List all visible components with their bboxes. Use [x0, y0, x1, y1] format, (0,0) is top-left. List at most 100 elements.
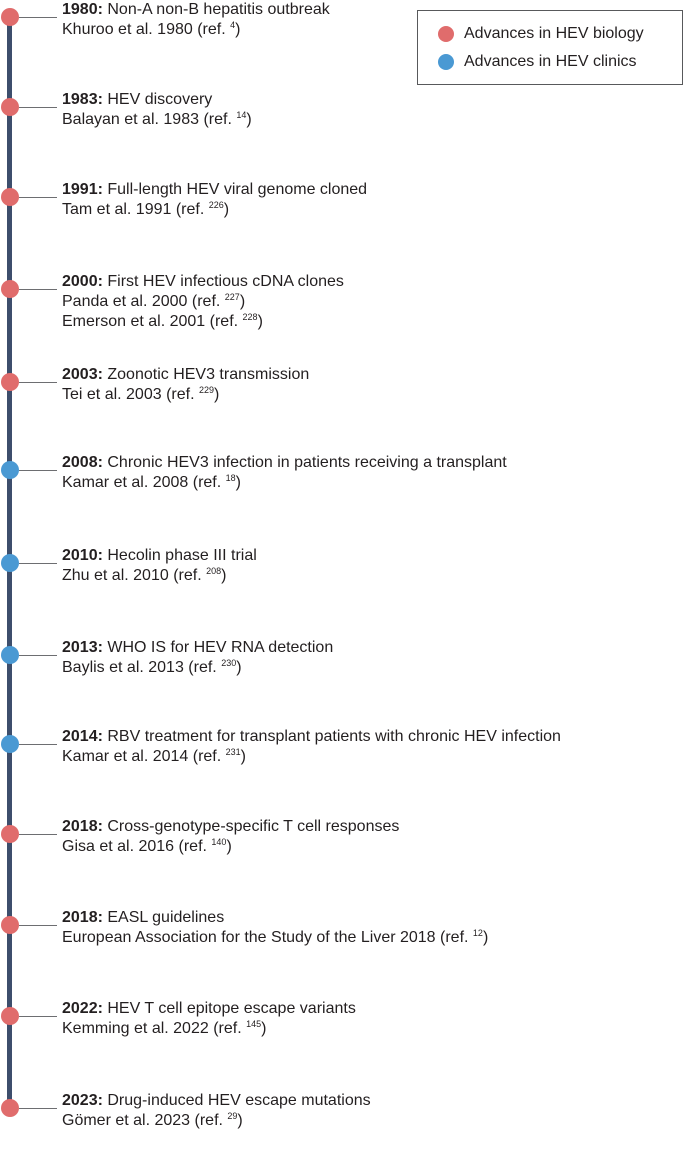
event-text: 1980: Non-A non-B hepatitis outbreak Khu… [62, 0, 330, 40]
legend-label: Advances in HEV clinics [464, 53, 637, 70]
biology-marker-icon [1, 1007, 19, 1025]
event-year: 2018: [62, 909, 103, 926]
event-title: 1980: Non-A non-B hepatitis outbreak [62, 1, 330, 18]
event-citation: Gömer et al. 2023 (ref. 29) [62, 1111, 243, 1130]
connector-line [19, 469, 57, 471]
event-text: 2008: Chronic HEV3 infection in patients… [62, 453, 507, 493]
ref-number: 208 [206, 566, 222, 576]
timeline-event: 2018: EASL guidelines European Associati… [0, 909, 685, 976]
event-year: 2000: [62, 273, 103, 290]
event-citation: Balayan et al. 1983 (ref. 14) [62, 110, 252, 129]
connector-line [19, 288, 57, 290]
timeline-event: 2022: HEV T cell epitope escape variants… [0, 1000, 685, 1067]
biology-marker-icon [1, 8, 19, 26]
connector-line [19, 196, 57, 198]
legend-item-clinics: Advances in HEV clinics [418, 52, 682, 72]
connector-line [19, 1107, 57, 1109]
event-text: 2013: WHO IS for HEV RNA detection Bayli… [62, 638, 333, 678]
event-title: 2023: Drug-induced HEV escape mutations [62, 1092, 371, 1109]
timeline-event: 1980: Non-A non-B hepatitis outbreak Khu… [0, 1, 685, 68]
event-citation: Tei et al. 2003 (ref. 229) [62, 385, 220, 404]
clinics-marker-icon [1, 461, 19, 479]
event-citation: Tam et al. 1991 (ref. 226) [62, 200, 230, 219]
biology-dot-icon [438, 26, 454, 42]
event-text: 1991: Full-length HEV viral genome clone… [62, 180, 367, 220]
event-title: 2010: Hecolin phase III trial [62, 547, 257, 564]
event-citation: Kamar et al. 2008 (ref. 18) [62, 473, 241, 492]
event-year: 2014: [62, 728, 103, 745]
connector-line [19, 743, 57, 745]
connector-line [19, 924, 57, 926]
timeline-event: 2018: Cross-genotype-specific T cell res… [0, 818, 685, 885]
ref-number: 229 [198, 385, 214, 395]
event-year: 2018: [62, 818, 103, 835]
event-year: 2003: [62, 366, 103, 383]
event-title: 2014: RBV treatment for transplant patie… [62, 728, 561, 745]
clinics-marker-icon [1, 735, 19, 753]
event-title: 2008: Chronic HEV3 infection in patients… [62, 454, 507, 471]
timeline-event: 1983: HEV discovery Balayan et al. 1983 … [0, 91, 685, 158]
event-citation: Gisa et al. 2016 (ref. 140) [62, 837, 232, 856]
connector-line [19, 1015, 57, 1017]
event-year: 2013: [62, 639, 103, 656]
event-text: 2023: Drug-induced HEV escape mutations … [62, 1091, 371, 1131]
biology-marker-icon [1, 188, 19, 206]
ref-number: 227 [224, 292, 240, 302]
clinics-dot-icon [438, 54, 454, 70]
biology-marker-icon [1, 1099, 19, 1117]
event-year: 2023: [62, 1092, 103, 1109]
event-year: 2022: [62, 1000, 103, 1017]
event-text: 2018: Cross-genotype-specific T cell res… [62, 817, 399, 857]
event-year: 1991: [62, 181, 103, 198]
legend-label: Advances in HEV biology [464, 25, 644, 42]
ref-number: 231 [225, 747, 241, 757]
connector-line [19, 833, 57, 835]
ref-number: 29 [227, 1111, 238, 1121]
event-text: 2018: EASL guidelines European Associati… [62, 908, 488, 948]
event-text: 2010: Hecolin phase III trial Zhu et al.… [62, 546, 257, 586]
biology-marker-icon [1, 825, 19, 843]
legend: Advances in HEV biology Advances in HEV … [417, 10, 683, 85]
event-title: 2022: HEV T cell epitope escape variants [62, 1000, 356, 1017]
ref-number: 230 [221, 658, 237, 668]
ref-number: 228 [242, 312, 258, 322]
event-citation: Khuroo et al. 1980 (ref. 4) [62, 20, 241, 39]
event-title: 2013: WHO IS for HEV RNA detection [62, 639, 334, 656]
event-year: 2010: [62, 547, 103, 564]
event-citation: Panda et al. 2000 (ref. 227) [62, 292, 246, 311]
event-citation: Baylis et al. 2013 (ref. 230) [62, 658, 242, 677]
event-title: 2003: Zoonotic HEV3 transmission [62, 366, 310, 383]
event-year: 2008: [62, 454, 103, 471]
timeline-event: 2010: Hecolin phase III trial Zhu et al.… [0, 547, 685, 614]
biology-marker-icon [1, 98, 19, 116]
event-citation: European Association for the Study of th… [62, 928, 489, 947]
connector-line [19, 562, 57, 564]
ref-number: 226 [208, 200, 224, 210]
event-citation: Kemming et al. 2022 (ref. 145) [62, 1019, 267, 1038]
timeline-event: 1991: Full-length HEV viral genome clone… [0, 181, 685, 248]
event-title: 1991: Full-length HEV viral genome clone… [62, 181, 368, 198]
timeline-event: 2003: Zoonotic HEV3 transmission Tei et … [0, 366, 685, 433]
event-title: 2000: First HEV infectious cDNA clones [62, 273, 344, 290]
event-text: 2000: First HEV infectious cDNA clones P… [62, 272, 344, 332]
connector-line [19, 654, 57, 656]
ref-number: 4 [230, 20, 236, 30]
timeline-event: 2014: RBV treatment for transplant patie… [0, 728, 685, 795]
ref-number: 12 [472, 928, 483, 938]
connector-line [19, 16, 57, 18]
biology-marker-icon [1, 280, 19, 298]
event-text: 2022: HEV T cell epitope escape variants… [62, 999, 356, 1039]
timeline-event: 2013: WHO IS for HEV RNA detection Bayli… [0, 639, 685, 706]
clinics-marker-icon [1, 646, 19, 664]
event-year: 1980: [62, 1, 103, 18]
timeline-event: 2000: First HEV infectious cDNA clones P… [0, 273, 685, 340]
ref-number: 14 [236, 110, 247, 120]
event-citation: Kamar et al. 2014 (ref. 231) [62, 747, 246, 766]
ref-number: 145 [246, 1019, 262, 1029]
timeline-event: 2008: Chronic HEV3 infection in patients… [0, 454, 685, 521]
connector-line [19, 106, 57, 108]
event-year: 1983: [62, 91, 103, 108]
timeline-event: 2023: Drug-induced HEV escape mutations … [0, 1092, 685, 1159]
event-title: 2018: EASL guidelines [62, 909, 225, 926]
event-title: 2018: Cross-genotype-specific T cell res… [62, 818, 400, 835]
